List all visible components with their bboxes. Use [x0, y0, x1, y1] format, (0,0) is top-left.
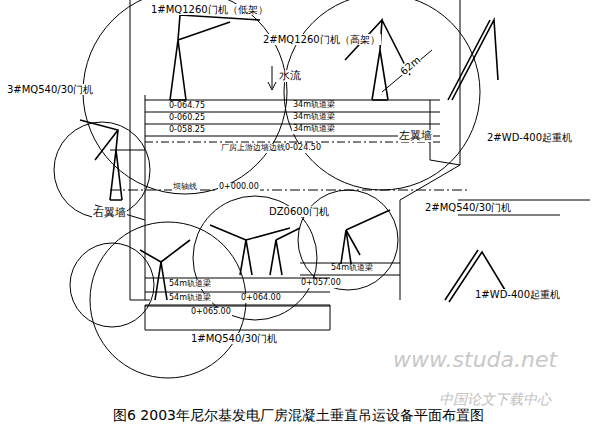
- rail-beam: [145, 136, 440, 137]
- watermark: 中国论文下载中心: [438, 392, 552, 407]
- rail-beam: [145, 306, 330, 307]
- wall-line: [145, 142, 440, 143]
- axis-label: 坝轴线: [172, 183, 198, 192]
- tower-crane: [448, 20, 498, 100]
- crane-name: DZ0600门机: [268, 206, 330, 217]
- chainage: 0-064.75: [168, 102, 206, 111]
- chainage: 0+057.00: [300, 279, 342, 288]
- rail-label: 54m轨道梁: [168, 294, 212, 303]
- flow-arrow: [268, 82, 276, 90]
- portal-crane: [345, 20, 410, 100]
- rail-label: 54m轨道梁: [330, 264, 374, 273]
- structure-outline: [95, 0, 590, 300]
- crane-name: 3#MQ540/30门机: [6, 84, 94, 95]
- portal-crane: [210, 225, 300, 275]
- crane-name: 2#MQ1260门机（高架）: [262, 34, 381, 45]
- flow-label: 水流: [278, 70, 302, 82]
- crane-name: 1#MQ1260门机（低架）: [150, 4, 269, 15]
- rail-label: 34m轨道梁: [292, 125, 336, 134]
- crane-radius: [90, 222, 246, 378]
- flow-arrow: [272, 66, 273, 88]
- crane-name: 1#MQ540/30门机: [190, 333, 278, 344]
- crane-name: 2#WD-400起重机: [486, 132, 573, 143]
- chainage: 0-060.25: [168, 114, 206, 123]
- figure-caption: 图6 2003年尼尔基发电厂房混凝土垂直吊运设备平面布置图: [112, 408, 485, 423]
- structure-outline: [145, 305, 330, 330]
- crane-radius: [70, 243, 154, 327]
- rail-label: 54m轨道梁: [168, 280, 212, 289]
- crane-name: 1#WD-400起重机: [474, 289, 561, 300]
- rail-beam: [300, 275, 400, 276]
- rail-label: 34m轨道梁: [292, 113, 336, 122]
- crane-name: 2#MQ540/30门机: [424, 202, 512, 213]
- rail-beam: [145, 292, 330, 293]
- portal-crane: [340, 210, 390, 270]
- chainage: 0-058.25: [168, 126, 206, 135]
- wall-line-label: 厂房上游边墙边线0-024.50: [220, 144, 322, 153]
- rail-label: 34m轨道梁: [292, 101, 336, 110]
- watermark: www.studa.net: [392, 348, 558, 372]
- chainage: 0+000.00: [218, 183, 260, 192]
- portal-crane: [80, 120, 122, 200]
- portal-crane: [170, 15, 260, 100]
- crane-radius: [54, 122, 150, 218]
- radius-line: [382, 50, 432, 92]
- chainage: 0+064.00: [240, 294, 282, 303]
- portal-crane: [140, 240, 190, 300]
- wing-wall-label: 左翼墙: [398, 130, 433, 142]
- wing-wall-label: 右翼墙: [92, 207, 127, 219]
- chainage: 0+065.00: [190, 308, 232, 317]
- axis-line: [110, 190, 470, 191]
